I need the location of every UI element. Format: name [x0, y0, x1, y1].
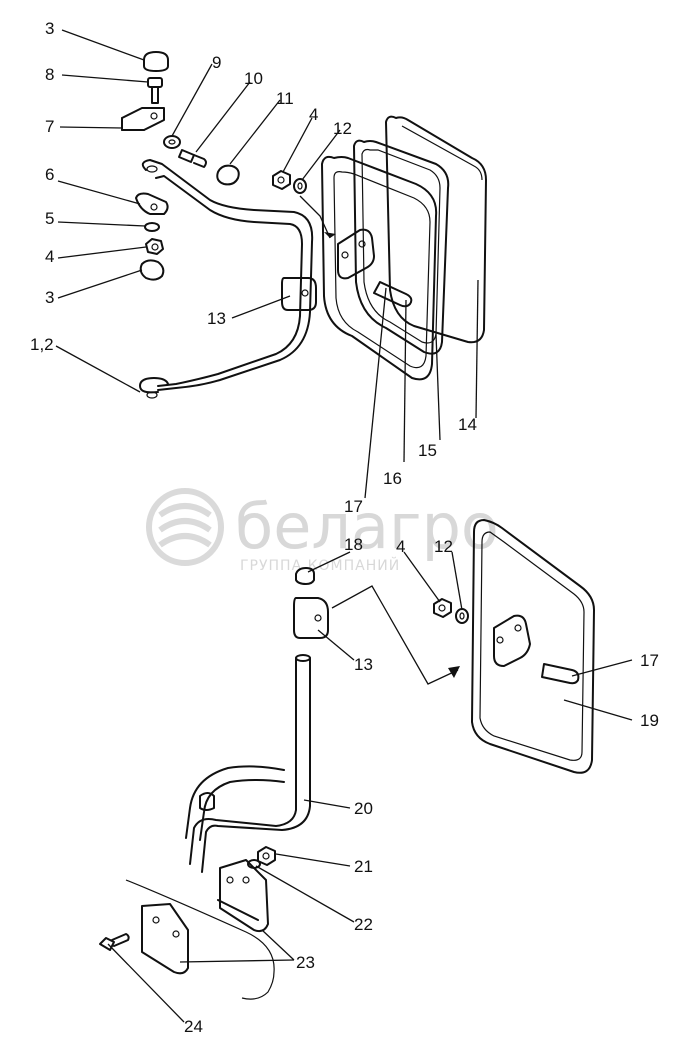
- callout-5: 5: [45, 209, 54, 228]
- part-mirror-glass-14: [385, 115, 487, 344]
- assembly-arrow-upper: [299, 195, 331, 239]
- part-washer-12-upper: [293, 178, 307, 194]
- assembly-arrowhead-upper: [324, 232, 336, 238]
- cab-outline: [125, 879, 275, 1000]
- part-plate-6: [135, 192, 169, 215]
- part-washer-5: [144, 222, 160, 232]
- callout-13-lower: 13: [354, 655, 373, 674]
- callout-4-left: 4: [45, 247, 54, 266]
- watermark-subtitle: ГРУППА КОМПАНИЙ: [240, 556, 400, 574]
- watermark-logo: [146, 488, 224, 566]
- part-nut-4-left: [145, 238, 164, 255]
- callout-9: 9: [212, 53, 221, 72]
- part-nut-4-lower: [433, 598, 452, 618]
- assembly-arrowhead-lower: [448, 666, 460, 678]
- callout-12-upper: 12: [333, 119, 352, 138]
- part-nut-4-upper: [272, 170, 291, 190]
- callout-14: 14: [458, 415, 477, 434]
- callout-24: 24: [184, 1017, 203, 1036]
- callout-8: 8: [45, 65, 54, 84]
- assembly-arrow-lower: [331, 585, 459, 685]
- callout-7: 7: [45, 117, 54, 136]
- part-mirror-assembly-19: [471, 519, 595, 774]
- part-bracket-23-a: [217, 859, 269, 933]
- callout-4-upper: 4: [309, 105, 318, 124]
- part-cap-3-left: [139, 259, 165, 281]
- part-clamp-13-lower: [293, 597, 329, 639]
- part-bolt-24: [99, 933, 130, 951]
- part-bracket-7: [121, 107, 165, 131]
- callout-15: 15: [418, 441, 437, 460]
- part-bolt-10: [178, 149, 207, 168]
- callout-3-left: 3: [45, 288, 54, 307]
- callout-18: 18: [344, 535, 363, 554]
- part-washer-12-lower: [455, 608, 469, 624]
- leader-lines: [55, 29, 633, 1023]
- callout-17-lower: 17: [640, 651, 659, 670]
- part-bolt-8: [147, 77, 163, 104]
- callout-4-lower: 4: [396, 537, 405, 556]
- callout-21: 21: [354, 857, 373, 876]
- callout-10: 10: [244, 69, 263, 88]
- callout-1-2: 1,2: [30, 335, 54, 354]
- callout-6: 6: [45, 165, 54, 184]
- part-washer-9: [163, 135, 181, 149]
- callout-22: 22: [354, 915, 373, 934]
- callout-20: 20: [354, 799, 373, 818]
- callout-13-upper: 13: [207, 309, 226, 328]
- watermark: белагро ГРУППА КОМПАНИЙ: [146, 488, 499, 574]
- callout-11: 11: [276, 89, 294, 108]
- part-cap-18: [295, 567, 315, 585]
- part-clamp-13-upper: [281, 277, 317, 311]
- callout-19: 19: [640, 711, 659, 730]
- part-mirror-rod-20: [185, 654, 311, 873]
- part-cap-11: [216, 164, 240, 186]
- callout-12-lower: 12: [434, 537, 453, 556]
- part-mirror-arm-1-2: [139, 159, 314, 399]
- part-cap-3-top: [143, 51, 169, 72]
- callout-16: 16: [383, 469, 402, 488]
- callout-labels: 3 8 7 6 5 4 3 1,2 9 10 11 4 12 13 14 15 …: [30, 19, 659, 1036]
- callout-17-upper: 17: [344, 497, 363, 516]
- part-bracket-23-b: [141, 903, 189, 975]
- watermark-brand: белагро: [235, 490, 499, 563]
- part-mirror-housing-16: [321, 155, 438, 381]
- callout-3-top: 3: [45, 19, 54, 38]
- callout-23: 23: [296, 953, 315, 972]
